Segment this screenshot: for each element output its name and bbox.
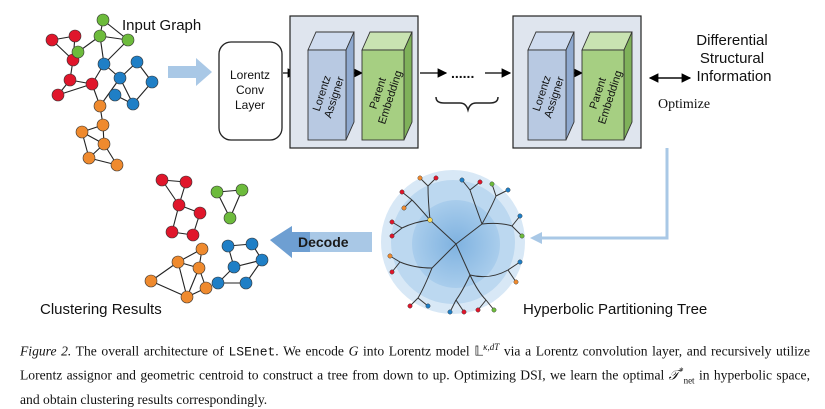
repeat-brace [435,96,499,113]
caption-text: via a Lorentz convolution layer, and rec… [20,343,811,383]
lorentz-conv-label: Lorentz Conv Layer [230,68,270,112]
dsi-label: Differential Structural Information [696,32,771,85]
tree-superscript: * [679,365,684,376]
encoder-block-1 [289,15,419,149]
decode-label: Decode [298,234,349,250]
input-graph [45,13,159,172]
input-flow-arrow [168,58,212,86]
hyperbolic-tree [381,170,525,315]
lorentz-conv-box [218,41,283,141]
clustering-results-graph [144,173,269,304]
svg-text:Information: Information [696,68,771,85]
svg-text:Lorentz: Lorentz [230,68,270,82]
model-name: LSEnet [228,344,276,360]
graph-symbol: G [348,343,359,359]
ellipsis: ...... [451,65,474,81]
lorentz-model-superscript: κ,dT [483,342,500,352]
encoder-block-2 [512,15,642,149]
svg-text:Structural: Structural [700,50,764,67]
svg-text:Layer: Layer [235,98,265,112]
tree-subscript: net [683,374,695,385]
caption-text: into Lorentz model [358,343,475,359]
svg-text:Conv: Conv [236,83,264,97]
optimize-label: Optimize [658,97,710,112]
lorentz-model-symbol: 𝕃 [474,343,484,359]
tree-flow-arrow [530,148,669,244]
tree-symbol: 𝒯 [668,367,680,383]
caption-text: in hyperbolic space, and obtain clusteri… [20,367,810,407]
svg-text:Differential: Differential [696,32,767,49]
architecture-figure: Input Graph Lorentz Conv Layer Lorentz A… [40,13,772,318]
decode-arrow [270,226,372,258]
caption-text: . We encode [275,343,349,359]
clustering-results-label: Clustering Results [40,301,162,318]
hyperbolic-tree-label: Hyperbolic Partitioning Tree [523,301,707,318]
caption-text: The overall architecture of [71,343,229,359]
figure-caption: Figure 2. The overall architecture of LS… [20,338,810,409]
figure-number: Figure 2. [20,343,72,359]
input-graph-label: Input Graph [122,17,201,34]
